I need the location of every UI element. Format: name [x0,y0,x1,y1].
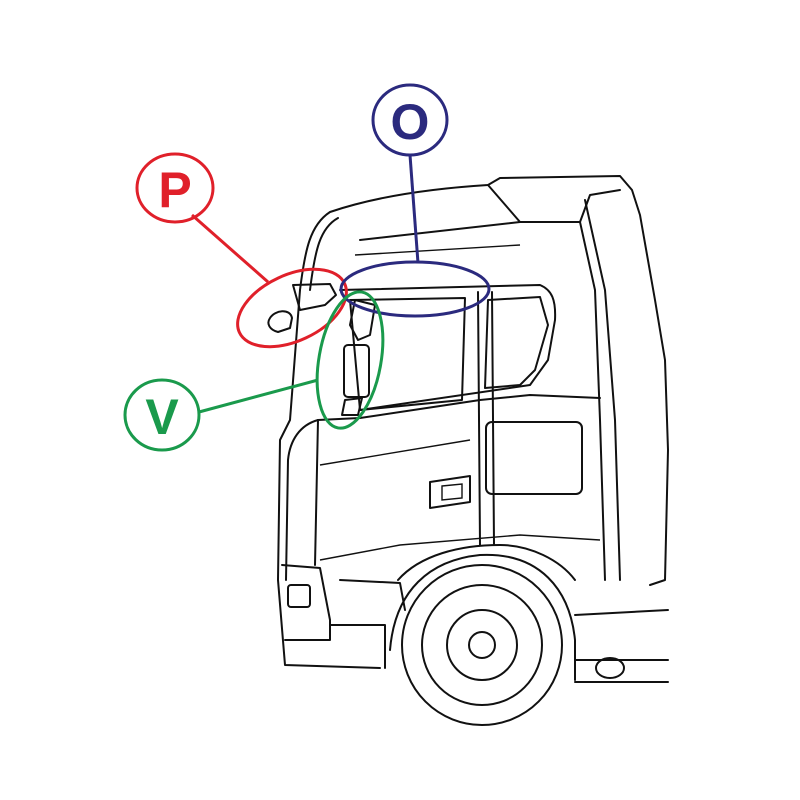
callout-p-leader [191,213,269,284]
callout-o-label: O [391,94,430,150]
callout-o-highlight [339,260,491,318]
callout-v: V [123,290,385,452]
callout-v-leader [198,378,319,414]
callout-v-label: V [145,389,179,445]
callout-v-highlight [315,290,385,430]
callout-p: P [135,152,348,349]
callout-p-highlight [236,267,348,349]
truck-line-art [267,175,669,726]
callout-p-label: P [158,162,191,218]
callout-o-leader [408,154,420,264]
callout-p-circle [135,152,215,224]
callout-v-circle [123,378,201,452]
callout-o: O [339,83,491,318]
